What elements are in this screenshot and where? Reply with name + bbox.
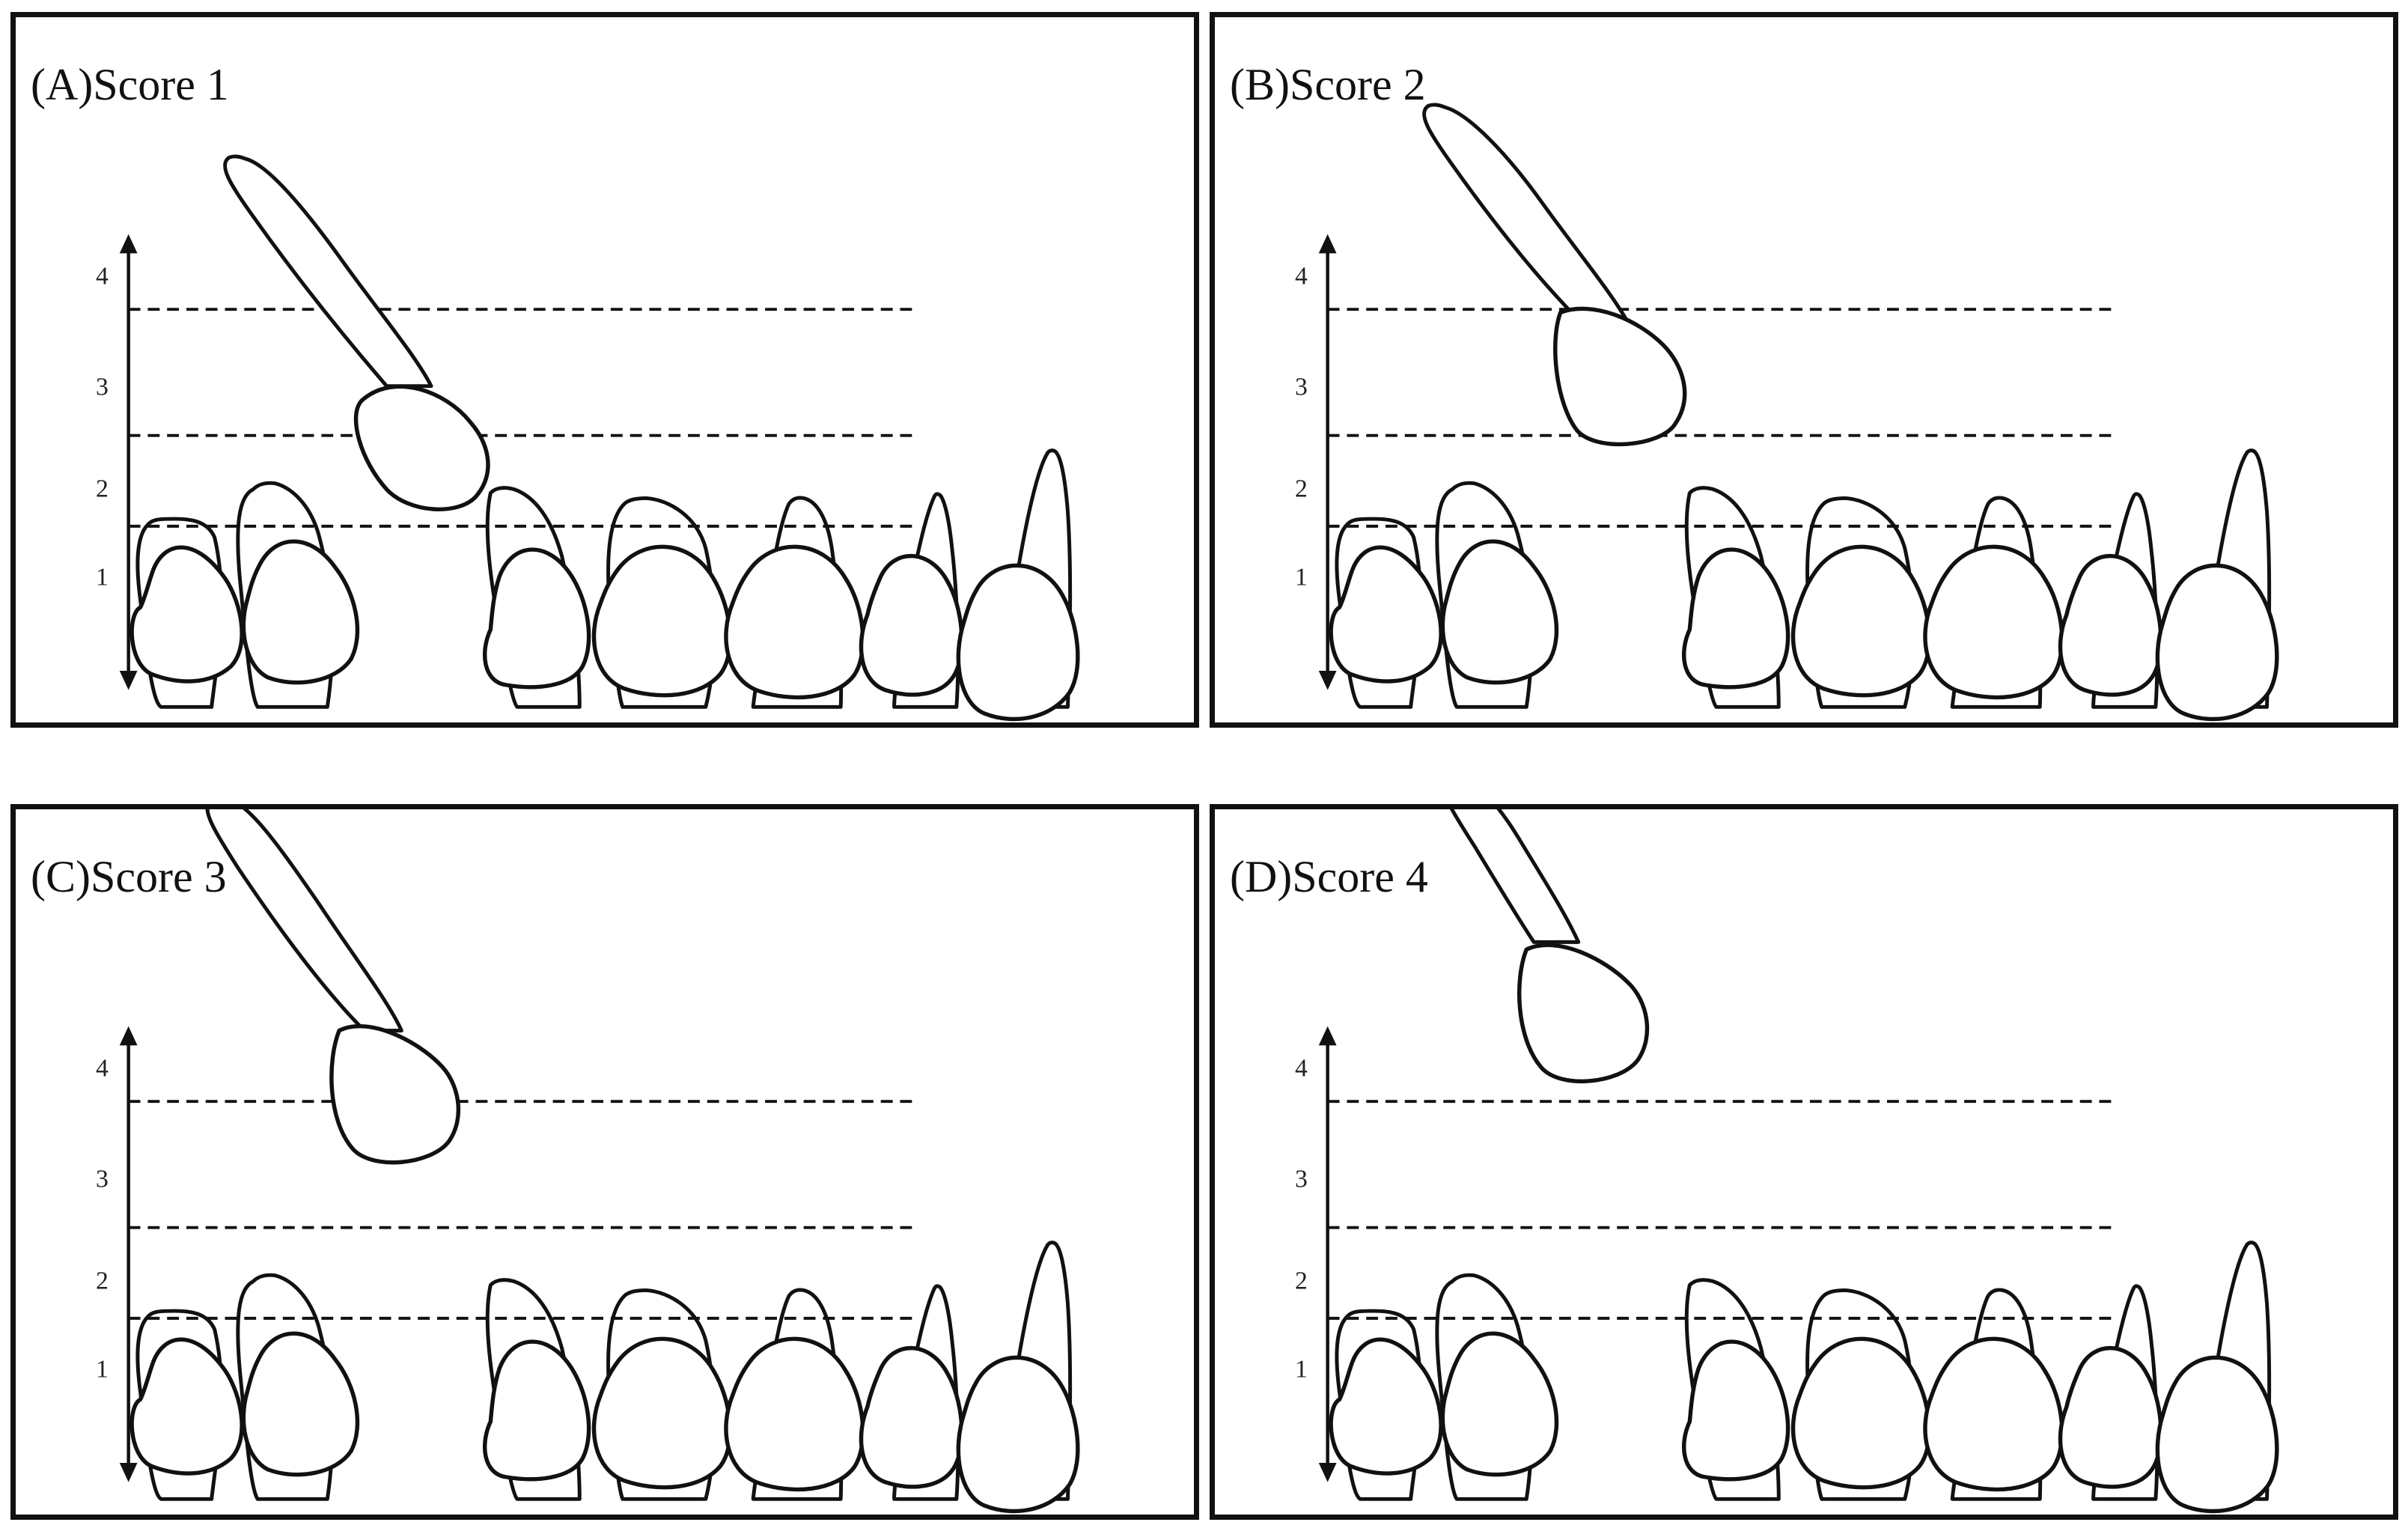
level-label-4: 4 [1295, 1055, 1308, 1083]
level-label-3: 3 [96, 374, 109, 401]
level-label-3: 3 [96, 1166, 109, 1193]
level-label-4: 4 [96, 1055, 109, 1083]
level-label-2: 2 [1295, 475, 1308, 503]
tooth-molar [2155, 1241, 2279, 1514]
tooth-first-molar-left [1329, 1309, 1443, 1501]
level-label-3: 3 [1295, 374, 1308, 401]
tooth-first-premolar-left [1681, 1278, 1790, 1501]
tooth-first-molar-left [129, 517, 244, 709]
level-label-4: 4 [1295, 263, 1308, 290]
tooth-lateral-incisor-left [236, 481, 360, 709]
level-label-2: 2 [96, 1267, 109, 1295]
axis-arrow-up-icon [1318, 1026, 1337, 1046]
tooth-second-premolar [859, 1284, 964, 1501]
tooth-molar [956, 448, 1080, 722]
tooth-central-incisor-2 [724, 1288, 865, 1501]
tooth-central-incisor-2 [1923, 496, 2064, 709]
score-panel-a: 4 3 2 1 (A)Score 1 [10, 12, 1199, 728]
tooth-central-incisor-2 [724, 496, 865, 709]
panel-title: (B)Score 2 [1230, 60, 1426, 109]
tooth-central-incisor-2 [1923, 1288, 2064, 1501]
score-panel-d: 4 3 2 1 (D)Score 4 [1210, 804, 2398, 1520]
level-label-2: 2 [96, 475, 109, 503]
tooth-first-premolar-left [482, 1278, 591, 1501]
level-label-1: 1 [96, 564, 109, 591]
axis-arrow-down-icon [1318, 671, 1337, 690]
tooth-lateral-incisor-left [1435, 1273, 1559, 1501]
level-label-1: 1 [1295, 1356, 1308, 1384]
tooth-first-molar-left [129, 1309, 244, 1501]
score-panel-b: 4 3 2 1 (B)Score 2 [1210, 12, 2398, 728]
axis-arrow-up-icon [119, 1026, 138, 1046]
tooth-central-incisor [591, 496, 733, 709]
level-label-3: 3 [1295, 1166, 1308, 1193]
tooth-central-incisor [1790, 1288, 1932, 1501]
dentition-diagram: 4 3 2 1 [1295, 809, 2279, 1514]
impacted-canine [1422, 103, 1687, 447]
axis-arrow-up-icon [119, 234, 138, 254]
tooth-central-incisor [1790, 496, 1932, 709]
panel-title: (A)Score 1 [31, 60, 229, 109]
level-label-2: 2 [1295, 1267, 1308, 1295]
tooth-first-premolar-left [482, 486, 591, 709]
tooth-lateral-incisor-left [236, 1273, 360, 1501]
tooth-molar [956, 1241, 1080, 1514]
impacted-canine [205, 809, 461, 1165]
level-label-1: 1 [1295, 564, 1308, 591]
tooth-first-molar-left [1329, 517, 1443, 709]
impacted-canine [1449, 809, 1650, 1083]
tooth-molar [2155, 448, 2279, 722]
axis-arrow-down-icon [119, 671, 138, 690]
tooth-lateral-incisor-left [1435, 481, 1559, 709]
tooth-first-premolar-left [1681, 486, 1790, 709]
dentition-diagram: 4 3 2 1 [96, 154, 1080, 722]
panel-title: (D)Score 4 [1230, 852, 1428, 901]
dentition-diagram: 4 3 2 1 [96, 809, 1080, 1514]
axis-arrow-down-icon [119, 1463, 138, 1482]
tooth-central-incisor [591, 1288, 733, 1501]
impacted-canine [223, 154, 490, 511]
panel-title: (C)Score 3 [31, 852, 227, 901]
level-label-1: 1 [96, 1356, 109, 1384]
level-label-4: 4 [96, 263, 109, 290]
axis-arrow-down-icon [1318, 1463, 1337, 1482]
dentition-diagram: 4 3 2 1 [1295, 103, 2279, 722]
axis-arrow-up-icon [1318, 234, 1337, 254]
score-panel-c: 4 3 2 1 (C)Score 3 [10, 804, 1199, 1520]
